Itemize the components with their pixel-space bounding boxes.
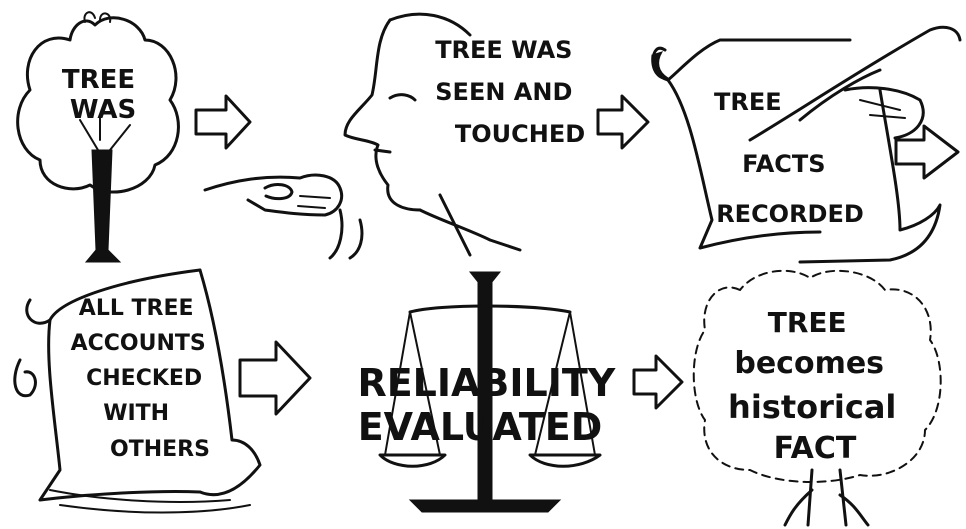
arrow-icon: [894, 124, 960, 180]
step4-line2: ACCOUNTS: [71, 331, 206, 356]
step1-line1: TREE: [62, 65, 135, 95]
step5-line1: RELIABILITY: [357, 361, 615, 405]
step3-text: TREE FACTS RECORDED: [714, 88, 864, 228]
arrow-icon: [238, 340, 312, 416]
arrow-icon: [632, 354, 684, 410]
face-pointing-illustration: [203, 12, 522, 260]
scroll-quill-illustration: [651, 25, 962, 264]
step6-line4: FACT: [774, 431, 857, 466]
step2-line3: TOUCHED: [455, 120, 585, 148]
step6-line1: TREE: [768, 306, 847, 339]
step1-text: TREE WAS: [62, 65, 144, 125]
step5-line2: EVALUATED: [358, 405, 603, 449]
step2-line2: SEEN AND: [435, 78, 572, 106]
step2-text: TREE WAS SEEN AND TOUCHED: [435, 36, 585, 148]
step2-line1: TREE WAS: [435, 36, 572, 64]
step5-text: RELIABILITY EVALUATED: [357, 361, 628, 449]
step4-line3: CHECKED: [86, 366, 202, 391]
tree-illustration: [16, 11, 180, 263]
step4-line5: OTHERS: [110, 437, 210, 462]
step3-line1: TREE: [714, 88, 782, 116]
step6-line3: historical: [728, 388, 896, 426]
step4-line4: WITH: [103, 401, 169, 426]
arrow-icon: [194, 94, 252, 150]
historical-tree-illustration: [692, 269, 942, 527]
step3-line2: FACTS: [742, 150, 825, 178]
step3-line3: RECORDED: [716, 200, 864, 228]
step4-text: ALL TREE ACCOUNTS CHECKED WITH OTHERS: [71, 296, 214, 462]
accounts-scroll-illustration: [13, 268, 262, 514]
step1-line2: WAS: [70, 95, 136, 125]
step6-text: TREE becomes historical FACT: [728, 306, 902, 466]
arrow-icon: [596, 94, 650, 150]
scales-illustration: [378, 271, 602, 513]
step6-line2: becomes: [734, 346, 884, 381]
step4-line1: ALL TREE: [79, 296, 194, 321]
